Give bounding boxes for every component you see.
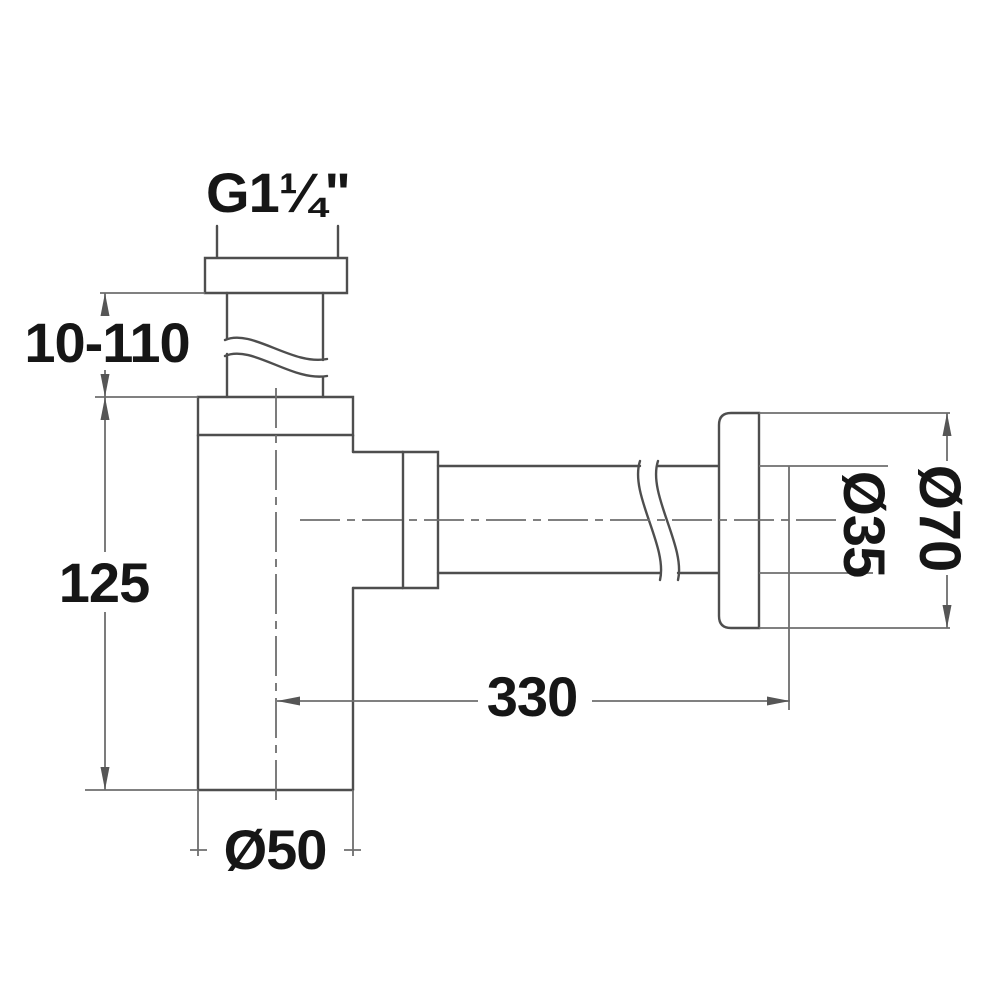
object-lines [196, 224, 761, 792]
arrow-length-right [767, 696, 790, 706]
thread-size-label: G1¼" [206, 161, 350, 224]
tailpiece-break-wave-lower [223, 352, 329, 378]
dimension-labels: G1¼" 10-110 125 330 Ø50 Ø70 Ø35 [24, 161, 972, 881]
arrow-height-top [100, 397, 110, 420]
inlet-nut [203, 256, 349, 295]
wall-flange [717, 411, 761, 630]
dimension-arrows [100, 293, 952, 790]
body-diameter-dimension-label: Ø50 [224, 818, 327, 881]
centerlines [275, 388, 838, 806]
flange-diameter-dimension-label: Ø70 [907, 465, 972, 572]
arrow-height-bottom [100, 767, 110, 790]
arrow-length-left [277, 696, 300, 706]
arrow-flange-top [942, 413, 952, 436]
arrow-flange-bottom [942, 605, 952, 628]
pipe-length-dimension-label: 330 [487, 665, 577, 728]
adjust-range-dimension-label: 10-110 [24, 311, 189, 374]
pipe-diameter-dimension-label: Ø35 [831, 471, 896, 578]
waste-pipe-break-wave-right [655, 459, 681, 582]
arrow-adjust-bottom [100, 374, 110, 397]
outlet-nut [401, 450, 440, 590]
body-height-dimension-label: 125 [59, 551, 149, 614]
tailpiece-break-wave-upper [223, 336, 329, 362]
extension-dimension-lines [85, 292, 950, 856]
arrow-adjust-top [100, 293, 110, 316]
